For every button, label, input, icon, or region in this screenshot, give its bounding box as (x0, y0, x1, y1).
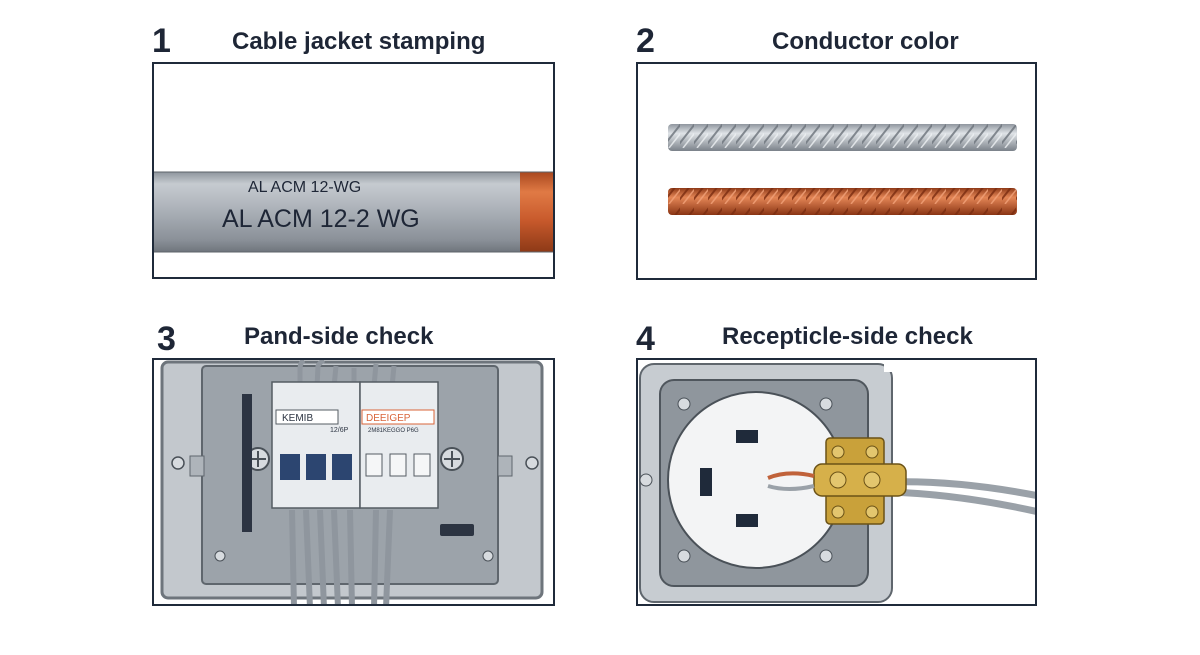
breaker-sublabel-left: 12/6P (330, 427, 349, 434)
stamp-small: AL ACM 12-WG (248, 179, 361, 196)
branch-wires (887, 478, 1035, 515)
breaker-switch (280, 454, 300, 480)
panel-3-title: Pand-side check (244, 323, 434, 350)
breaker-switch (306, 454, 326, 480)
breaker-block-right: DEEIGEP 2M81KEGGO P6G (359, 381, 439, 509)
copper-lead (767, 471, 815, 480)
panel-side-panel: KEMIB 12/6P DEEIGEP 2M81KEGGO P6G (152, 358, 555, 606)
breaker-label-left: KEMIB (282, 413, 313, 424)
cable-illustration: AL ACM 12-WG AL ACM 12-2 WG (154, 171, 553, 253)
breaker-sublabel-right: 2M81KEGGO P6G (368, 428, 419, 434)
breaker-switch (389, 453, 407, 477)
breaker-block-left: KEMIB 12/6P (271, 381, 361, 509)
step-number-1: 1 (152, 22, 171, 60)
conductor-color-panel (636, 62, 1037, 280)
step-number-2: 2 (636, 22, 655, 60)
step-number-4: 4 (636, 320, 655, 358)
wires-bottom (289, 509, 393, 604)
cable-jacket-panel: AL ACM 12-WG AL ACM 12-2 WG (152, 62, 555, 279)
conductor-illustration (668, 124, 1017, 215)
copper-end (520, 172, 553, 252)
breaker-label-right: DEEIGEP (366, 413, 411, 424)
receptacle-slot (700, 468, 712, 496)
din-rail (242, 394, 252, 532)
breaker-switch (413, 453, 431, 477)
aluminum-conductor (668, 124, 1017, 151)
receptacle-slot (736, 430, 758, 443)
panel-1-title: Cable jacket stamping (232, 28, 486, 55)
corner-screw-icon (677, 397, 833, 563)
cable-jacket (154, 172, 553, 252)
panel-4-title: Recepticle-side check (722, 323, 973, 350)
step-number-3: 3 (157, 320, 176, 358)
receptacle-illustration (639, 363, 1035, 603)
copper-conductor (668, 188, 1017, 215)
panel-2-title: Conductor color (772, 28, 959, 55)
stamp-large: AL ACM 12-2 WG (222, 205, 420, 233)
brass-terminal-block (813, 437, 907, 525)
breaker-switch (365, 453, 383, 477)
breaker-panel-illustration: KEMIB 12/6P DEEIGEP 2M81KEGGO P6G (160, 360, 544, 604)
mounting-screw (171, 447, 539, 562)
receptacle-side-panel (636, 358, 1037, 606)
breaker-switch (332, 454, 352, 480)
receptacle-slot (736, 514, 758, 527)
